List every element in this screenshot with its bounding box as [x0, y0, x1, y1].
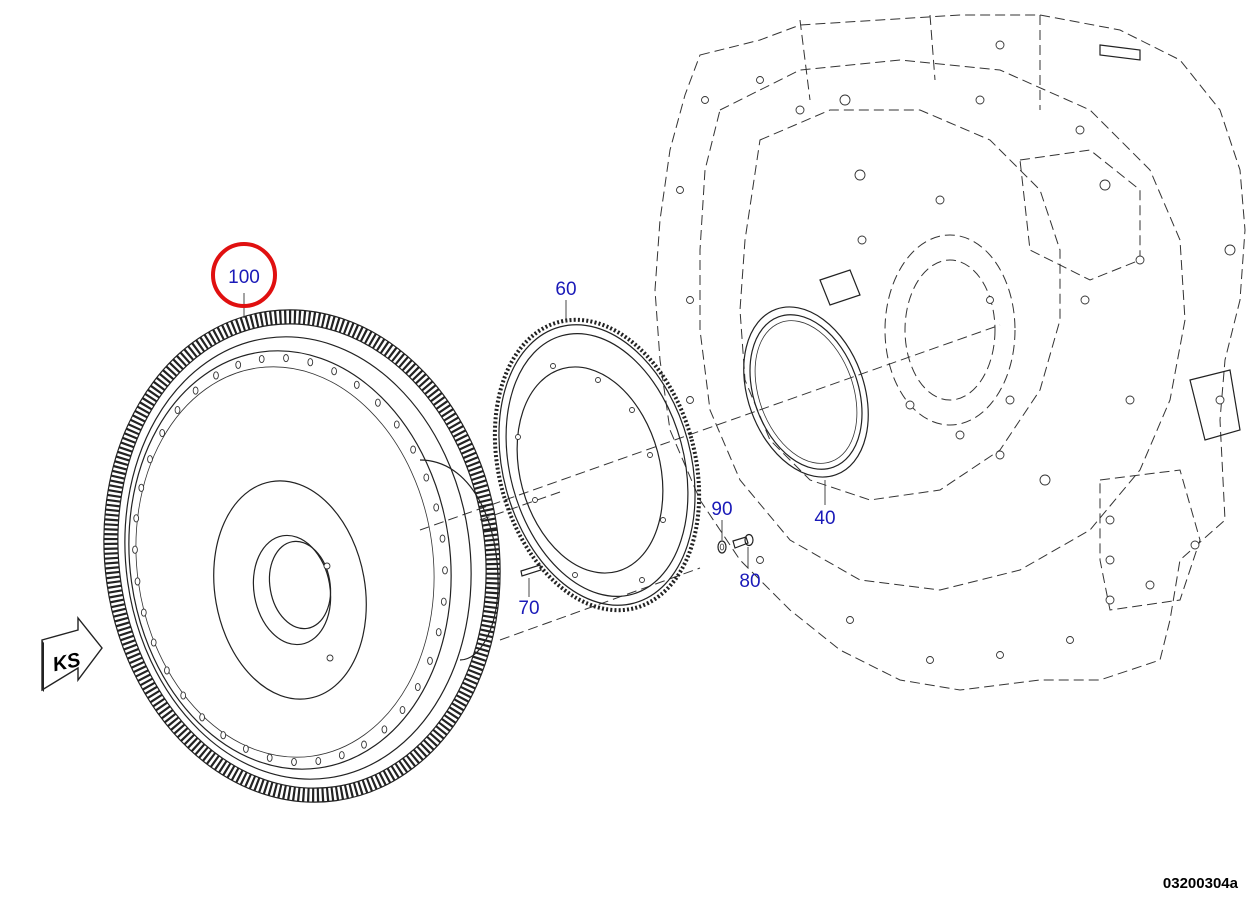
flywheel-bolt-hole	[174, 405, 181, 415]
flywheel-bolt-hole	[331, 367, 337, 376]
document-id: 03200304a	[1163, 875, 1239, 892]
flywheel-bolt-hole	[180, 691, 187, 700]
flywheel-bolt-hole	[375, 398, 381, 407]
flywheel-bolt-hole	[414, 682, 421, 692]
flywheel-bolt-hole	[132, 545, 138, 554]
flywheel-bolt-hole	[192, 386, 199, 395]
leader-lines	[243, 293, 826, 597]
dowel-pin-icon	[520, 564, 542, 577]
flywheel-bolt-hole	[423, 473, 430, 482]
flywheel-bolt-hole	[133, 514, 140, 523]
flywheel-bolt-hole	[291, 757, 297, 766]
flywheel-bolt-hole	[134, 577, 141, 586]
callout-60[interactable]: 60	[555, 279, 576, 300]
flywheel-bolt-hole	[435, 628, 442, 637]
callout-40[interactable]: 40	[814, 508, 835, 529]
callout-70[interactable]: 70	[518, 598, 539, 619]
axis-lines	[419, 324, 1001, 641]
flywheel-bolt-hole	[442, 566, 448, 575]
flywheel-bolt-hole	[353, 380, 360, 389]
highlight-circle	[211, 242, 277, 308]
callout-100[interactable]: 100	[228, 267, 260, 288]
flywheel-bolt-hole	[315, 756, 322, 766]
flywheel-bolt-hole	[243, 744, 249, 753]
flywheel-bolt-hole	[220, 731, 227, 740]
flywheel-bolt-hole	[338, 751, 345, 760]
flywheel-bolt-hole	[266, 753, 273, 762]
flywheel-bolt-hole	[138, 483, 145, 492]
callout-90[interactable]: 90	[711, 499, 732, 520]
flywheel-bolt-hole	[433, 503, 440, 512]
flywheel-bolt-hole	[399, 705, 406, 715]
flywheel-bolt-hole	[140, 608, 147, 617]
flywheel-bolt-hole	[283, 354, 289, 363]
flywheel-bolt-hole	[410, 445, 416, 454]
bolt-icon	[732, 533, 754, 549]
flywheel-bolt-hole	[427, 656, 433, 665]
flywheel-bolt-hole	[164, 666, 170, 675]
direction-arrow-icon: KS	[41, 616, 103, 692]
flywheel-bolt-hole	[258, 354, 265, 364]
flywheel-bolt-hole	[147, 455, 153, 464]
housing-icon	[654, 14, 1246, 691]
washer-icon	[717, 540, 727, 554]
callout-80[interactable]: 80	[739, 571, 760, 592]
flywheel-bolt-hole	[199, 713, 205, 722]
flywheel-ring-gear-icon	[103, 309, 501, 803]
ring-gear-icon	[492, 317, 702, 613]
flywheel-bolt-hole	[307, 358, 314, 367]
flywheel-bolt-hole	[213, 371, 219, 380]
flywheel-bolt-hole	[440, 597, 447, 606]
flywheel-bolt-hole	[393, 420, 400, 429]
flywheel-bolt-hole	[439, 534, 446, 543]
flywheel-bolt-hole	[159, 428, 166, 438]
flywheel-bolt-hole	[381, 725, 388, 734]
flywheel-bolt-hole	[150, 638, 157, 647]
flywheel-bolt-hole	[361, 740, 367, 749]
seal-ring-icon	[743, 306, 869, 478]
flywheel-bolt-hole	[235, 360, 242, 369]
